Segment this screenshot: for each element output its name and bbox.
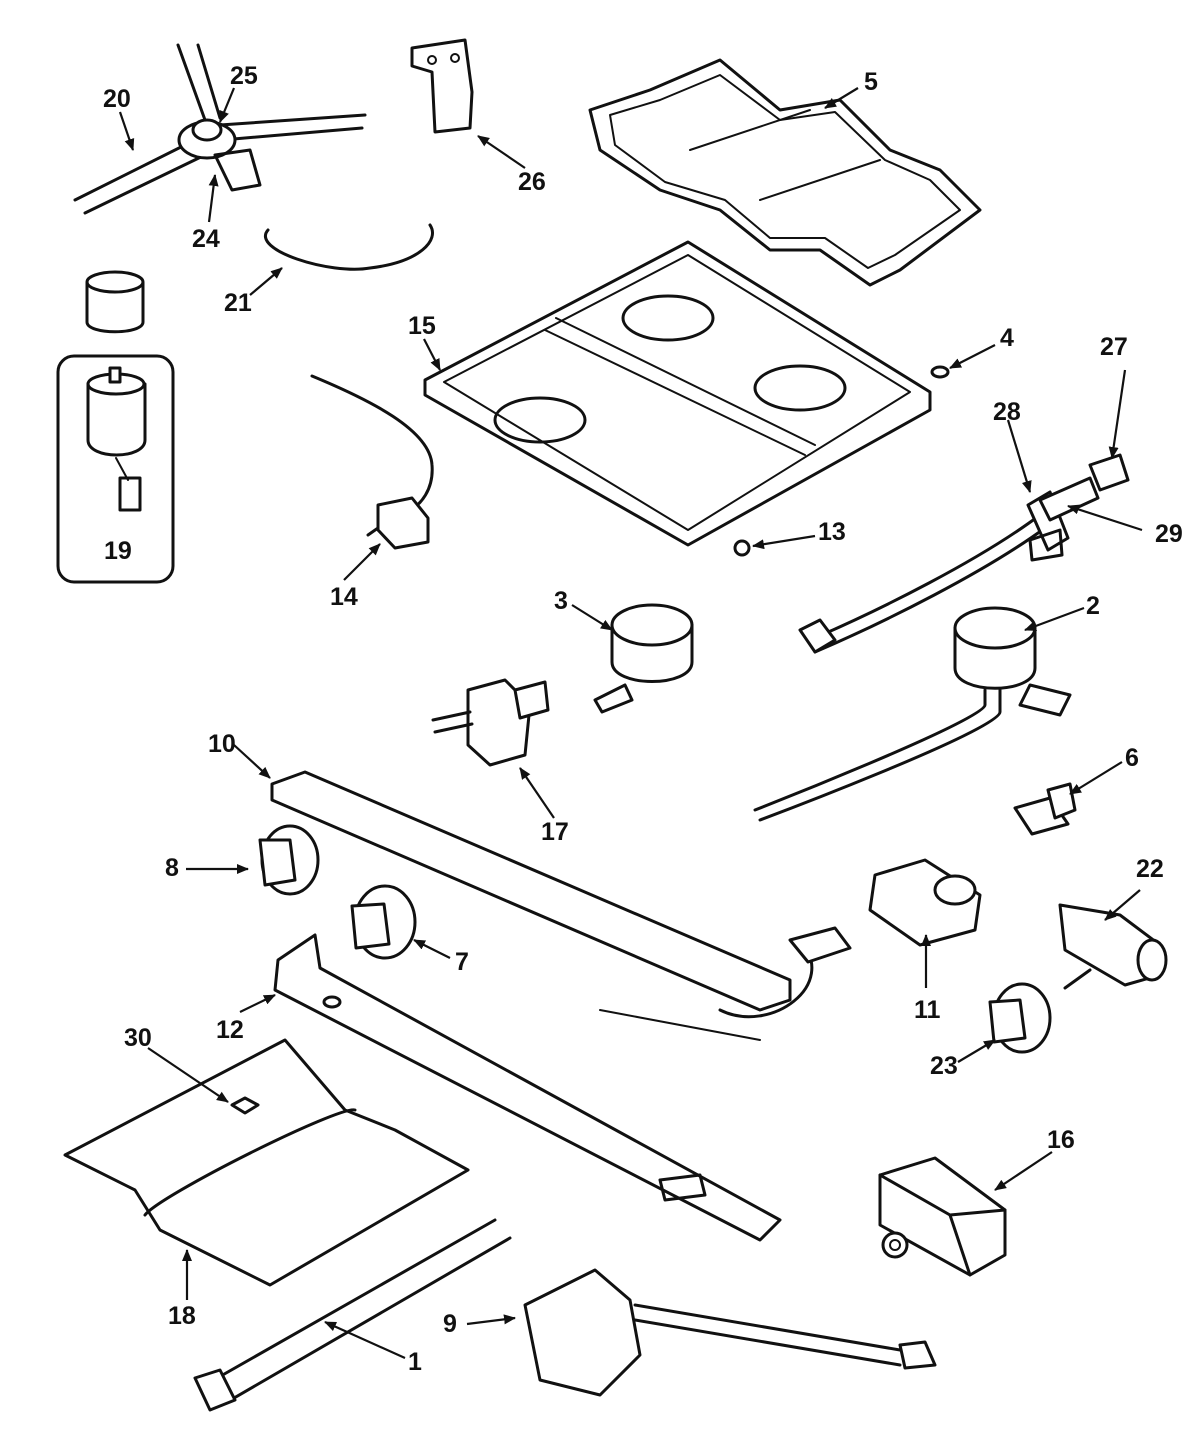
callout-9: 9 (443, 1310, 457, 1338)
part-10-manifold (270, 770, 852, 1041)
callout-13: 13 (818, 518, 846, 546)
callout-12: 12 (216, 1016, 244, 1044)
part-28-gas-tube (798, 453, 1130, 654)
part-15-cooktop-plate (423, 240, 932, 547)
leader-lines (118, 87, 1143, 1360)
part-5-grate (588, 58, 982, 287)
part-19-canister (86, 366, 147, 512)
part-1-burner-tube (193, 1218, 512, 1412)
part-23-knob (988, 982, 1052, 1054)
part-7-knob (350, 884, 417, 960)
part-26-bracket (410, 38, 474, 134)
part-4-nut (930, 365, 950, 379)
part-16-box (878, 1156, 1007, 1277)
callout-18: 18 (168, 1302, 196, 1330)
part-13-screw (733, 539, 751, 557)
callout-10: 10 (208, 730, 236, 758)
callout-17: 17 (541, 818, 569, 846)
callout-1: 1 (408, 1348, 422, 1376)
part-12-bracket (273, 933, 782, 1242)
callout-2: 2 (1086, 592, 1100, 620)
callout-4: 4 (1000, 324, 1014, 352)
callout-11: 11 (914, 996, 941, 1024)
callout-24: 24 (192, 225, 220, 253)
callout-8: 8 (165, 854, 179, 882)
callout-15: 15 (408, 312, 436, 340)
part-9-pilot (523, 1268, 937, 1397)
part-21-wire-clip (264, 223, 434, 271)
callout-14: 14 (330, 583, 358, 611)
callout-30: 30 (124, 1024, 152, 1052)
part-14-switch (310, 374, 434, 550)
part-22-solenoid (1058, 903, 1168, 990)
callout-5: 5 (864, 68, 878, 96)
part-3-burner (593, 603, 694, 714)
callout-22: 22 (1136, 855, 1164, 883)
part-11-regulator (868, 858, 982, 947)
callout-21: 21 (224, 289, 252, 317)
callout-23: 23 (930, 1052, 958, 1080)
callout-28: 28 (993, 398, 1021, 426)
callout-3: 3 (554, 587, 568, 615)
callout-16: 16 (1047, 1126, 1075, 1154)
callout-20: 20 (103, 85, 131, 113)
part-6-fitting (1013, 782, 1077, 836)
callout-29: 29 (1155, 520, 1183, 548)
callout-6: 6 (1125, 744, 1139, 772)
part-30-clip (230, 1096, 260, 1115)
callout-25: 25 (230, 62, 258, 90)
callout-26: 26 (518, 168, 546, 196)
callout-labels: 1 2 3 4 5 6 7 8 9 10 11 12 13 14 15 16 1… (103, 62, 1183, 1376)
callout-19: 19 (104, 537, 132, 565)
part-19-inset (56, 270, 175, 584)
part-2-burner (753, 606, 1072, 822)
part-17-valve (431, 678, 550, 767)
callout-7: 7 (455, 948, 469, 976)
part-20-spreader (73, 43, 367, 215)
part-8-knob (258, 824, 320, 896)
callout-27: 27 (1100, 333, 1128, 361)
part-18-heat-shield (63, 1038, 470, 1287)
